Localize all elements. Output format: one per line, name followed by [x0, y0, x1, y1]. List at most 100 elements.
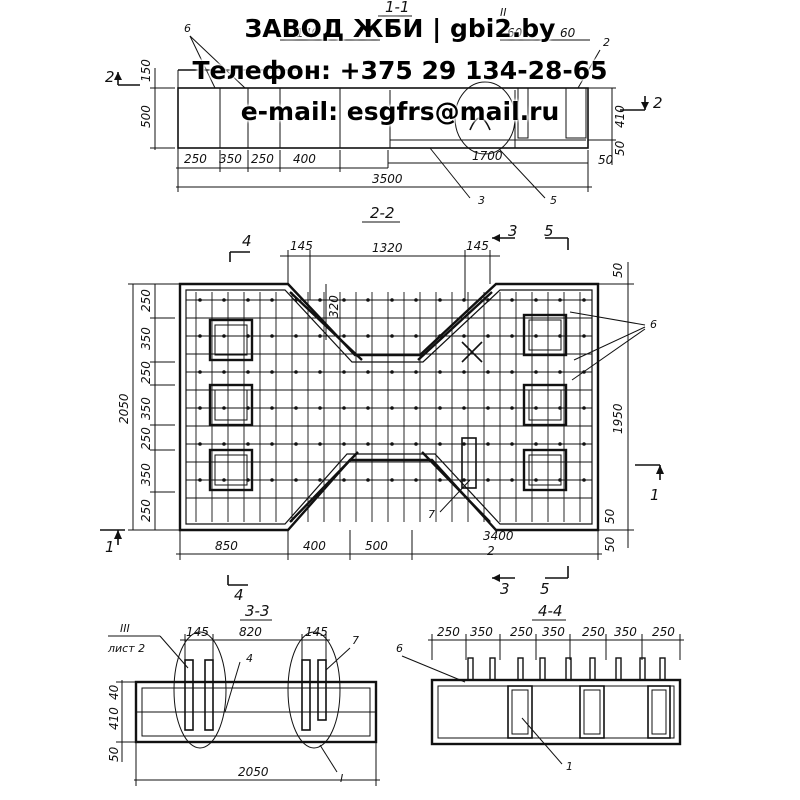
- rebar-dot: [270, 370, 274, 374]
- rebar-dot: [438, 298, 442, 302]
- rebar-dot: [486, 370, 490, 374]
- rebar-dot: [366, 478, 370, 482]
- rebar-dot: [294, 370, 298, 374]
- rebar-dot: [534, 442, 538, 446]
- rebar-dot: [510, 334, 514, 338]
- dim-50-right-b: 50: [603, 536, 617, 552]
- dim-v-250-a: 250: [139, 289, 153, 312]
- rebar-dot: [198, 298, 202, 302]
- rebar-dot: [270, 478, 274, 482]
- rebar-dot: [342, 478, 346, 482]
- rebar-dot: [270, 406, 274, 410]
- rebar-dot: [582, 478, 586, 482]
- rebar-dot: [414, 478, 418, 482]
- rebar-dot: [222, 298, 226, 302]
- rebar-dot: [366, 442, 370, 446]
- stud: [565, 657, 572, 681]
- dim-33-410: 410: [107, 707, 121, 730]
- rebar-dot: [294, 406, 298, 410]
- dim-33-145-b: 145: [305, 625, 328, 639]
- dim-410: 410: [613, 105, 627, 128]
- plate-l2: [208, 383, 254, 427]
- rebar-dot: [558, 298, 562, 302]
- rebar-dot: [558, 442, 562, 446]
- stud: [467, 657, 474, 681]
- rebar-dot: [270, 334, 274, 338]
- dim-150: 150: [139, 59, 153, 82]
- rebar-dot: [222, 406, 226, 410]
- rebar-dot: [462, 478, 466, 482]
- cut-marker-2-right: 2: [653, 94, 663, 112]
- cut-marker-3-top: 3: [508, 222, 518, 240]
- rebar-dot: [390, 334, 394, 338]
- rebar-dot: [510, 406, 514, 410]
- dim-500: 500: [139, 105, 153, 128]
- rebar-dot: [438, 406, 442, 410]
- roman-iii: III: [120, 622, 130, 635]
- loop-callout-ellipse: [454, 81, 516, 155]
- plate-l2-inner: [214, 389, 248, 421]
- dim-500-plan: 500: [365, 539, 388, 553]
- rebar-dot: [318, 370, 322, 374]
- rebar-dot: [246, 298, 250, 302]
- dim-50-bottom: 50: [598, 153, 614, 167]
- dim-320: 320: [327, 295, 341, 318]
- rebar-dot: [222, 478, 226, 482]
- rebar-dot: [222, 370, 226, 374]
- dim-44-350-b: 350: [542, 625, 565, 639]
- callout-3-top: 3: [478, 194, 485, 207]
- callout-1-44: 1: [566, 760, 573, 773]
- dim-60-b: 60: [560, 26, 576, 40]
- dim-44-250-c: 250: [582, 625, 605, 639]
- studs-4-4: [467, 657, 666, 681]
- dim-44-250-b: 250: [510, 625, 533, 639]
- stud: [639, 657, 646, 681]
- plate-r1-inner: [528, 319, 562, 351]
- rebar-dot: [198, 406, 202, 410]
- watermark-email: e-mail: esgfrs@mail.ru: [240, 97, 560, 126]
- dim-v-350-c: 350: [139, 463, 153, 486]
- plate-l1: [208, 318, 254, 362]
- rebar-dot: [318, 298, 322, 302]
- stud: [659, 657, 666, 681]
- rebar-dot: [414, 442, 418, 446]
- rebar-dot: [486, 478, 490, 482]
- dim-v-250-c: 250: [139, 427, 153, 450]
- callout-7-plan: 7: [428, 508, 435, 521]
- rebar-dot: [318, 442, 322, 446]
- plate-r1: [522, 313, 568, 357]
- dim-33-50: 50: [107, 746, 121, 762]
- rebar-dot: [414, 334, 418, 338]
- rebar-dot: [462, 406, 466, 410]
- cut-marker-4-bottom: 4: [234, 586, 244, 604]
- dim-v-350-b: 350: [139, 397, 153, 420]
- stud: [517, 657, 524, 681]
- dim-1950: 1950: [611, 403, 625, 434]
- dim-v-250-b: 250: [139, 361, 153, 384]
- section-2-2: 2-2: [100, 204, 664, 604]
- rebar-dot: [198, 478, 202, 482]
- rebar-dot: [582, 442, 586, 446]
- rebar-dot: [390, 370, 394, 374]
- callout-2-top: 2: [603, 36, 610, 49]
- dim-2050: 2050: [117, 393, 131, 424]
- dim-1700: 1700: [472, 149, 503, 163]
- rebar-dot: [486, 442, 490, 446]
- rebar-dot: [222, 334, 226, 338]
- cut-marker-5-bottom: 5: [540, 580, 550, 598]
- rebar-dot: [582, 334, 586, 338]
- roman-ii-top: II: [500, 6, 507, 19]
- dim-400-plan: 400: [303, 539, 326, 553]
- sheet-label: лист 2: [107, 642, 145, 655]
- cut-marker-5-top: 5: [544, 222, 554, 240]
- dim-50-r: 50: [613, 140, 627, 156]
- section-title-3-3: 3-3: [245, 602, 270, 620]
- rebar-dot: [342, 442, 346, 446]
- cut-marker-3-bottom: 3: [500, 580, 510, 598]
- dim-44-350-a: 350: [470, 625, 493, 639]
- rebar-dot: [294, 334, 298, 338]
- rebar-dot: [582, 406, 586, 410]
- stud: [615, 657, 622, 681]
- stud: [539, 657, 546, 681]
- rebar-dot: [438, 334, 442, 338]
